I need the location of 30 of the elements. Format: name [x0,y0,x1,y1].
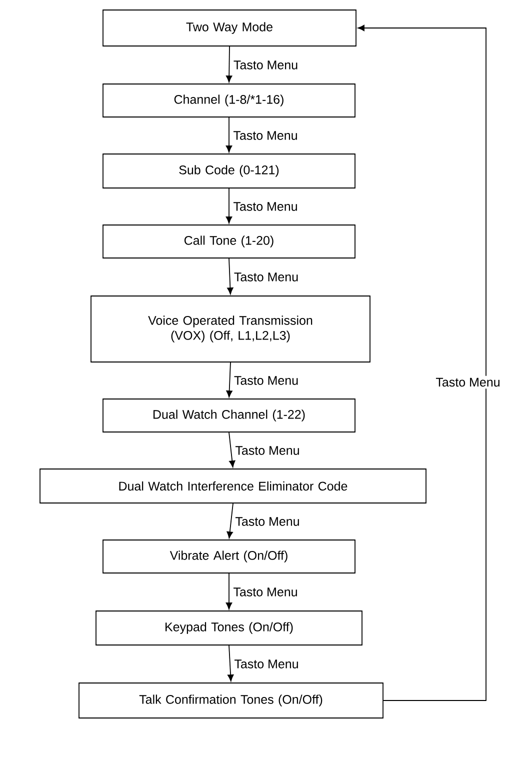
edge-label: Tasto Menu [234,60,298,70]
edge-label: Tasto Menu [234,376,298,385]
arrow [358,24,486,701]
arrow [226,117,232,152]
edge-label: Tasto Menu [233,202,297,211]
process-box: Channel (1-8/*1-16) [102,84,356,118]
arrow [226,573,232,610]
process-box: Voice Operated Transmission (VOX) (Off, L1,L2,L3) [90,296,370,362]
process-box: Dual Watch Interference Eliminator Code [40,468,426,504]
arrow [226,46,232,82]
arrow [228,645,234,682]
edge-label: Tasto Menu [233,588,297,596]
edge-label: Tasto Menu [235,446,299,455]
process-box: Call Tone (1-20) [102,224,356,258]
arrow [228,432,236,468]
edge-label: Tasto Menu [234,660,298,668]
process-box: Two Way Mode [102,10,356,46]
edge-label: Tasto Menu [234,272,298,282]
arrow [226,503,234,538]
arrow [226,188,232,224]
edge-label: Tasto Menu [434,376,502,389]
process-box: Vibrate Alert (On/Off) [102,540,356,574]
edge-label: Tasto Menu [235,517,299,526]
arrow [227,258,234,294]
edge-label: Tasto Menu [233,131,297,140]
process-box: Sub Code (0-121) [102,154,356,188]
arrow [226,362,232,398]
process-box: Dual Watch Channel (1-22) [102,398,356,432]
process-box: Keypad Tones (On/Off) [96,610,362,646]
process-box: Talk Confirmation Tones (On/Off) [78,682,384,718]
